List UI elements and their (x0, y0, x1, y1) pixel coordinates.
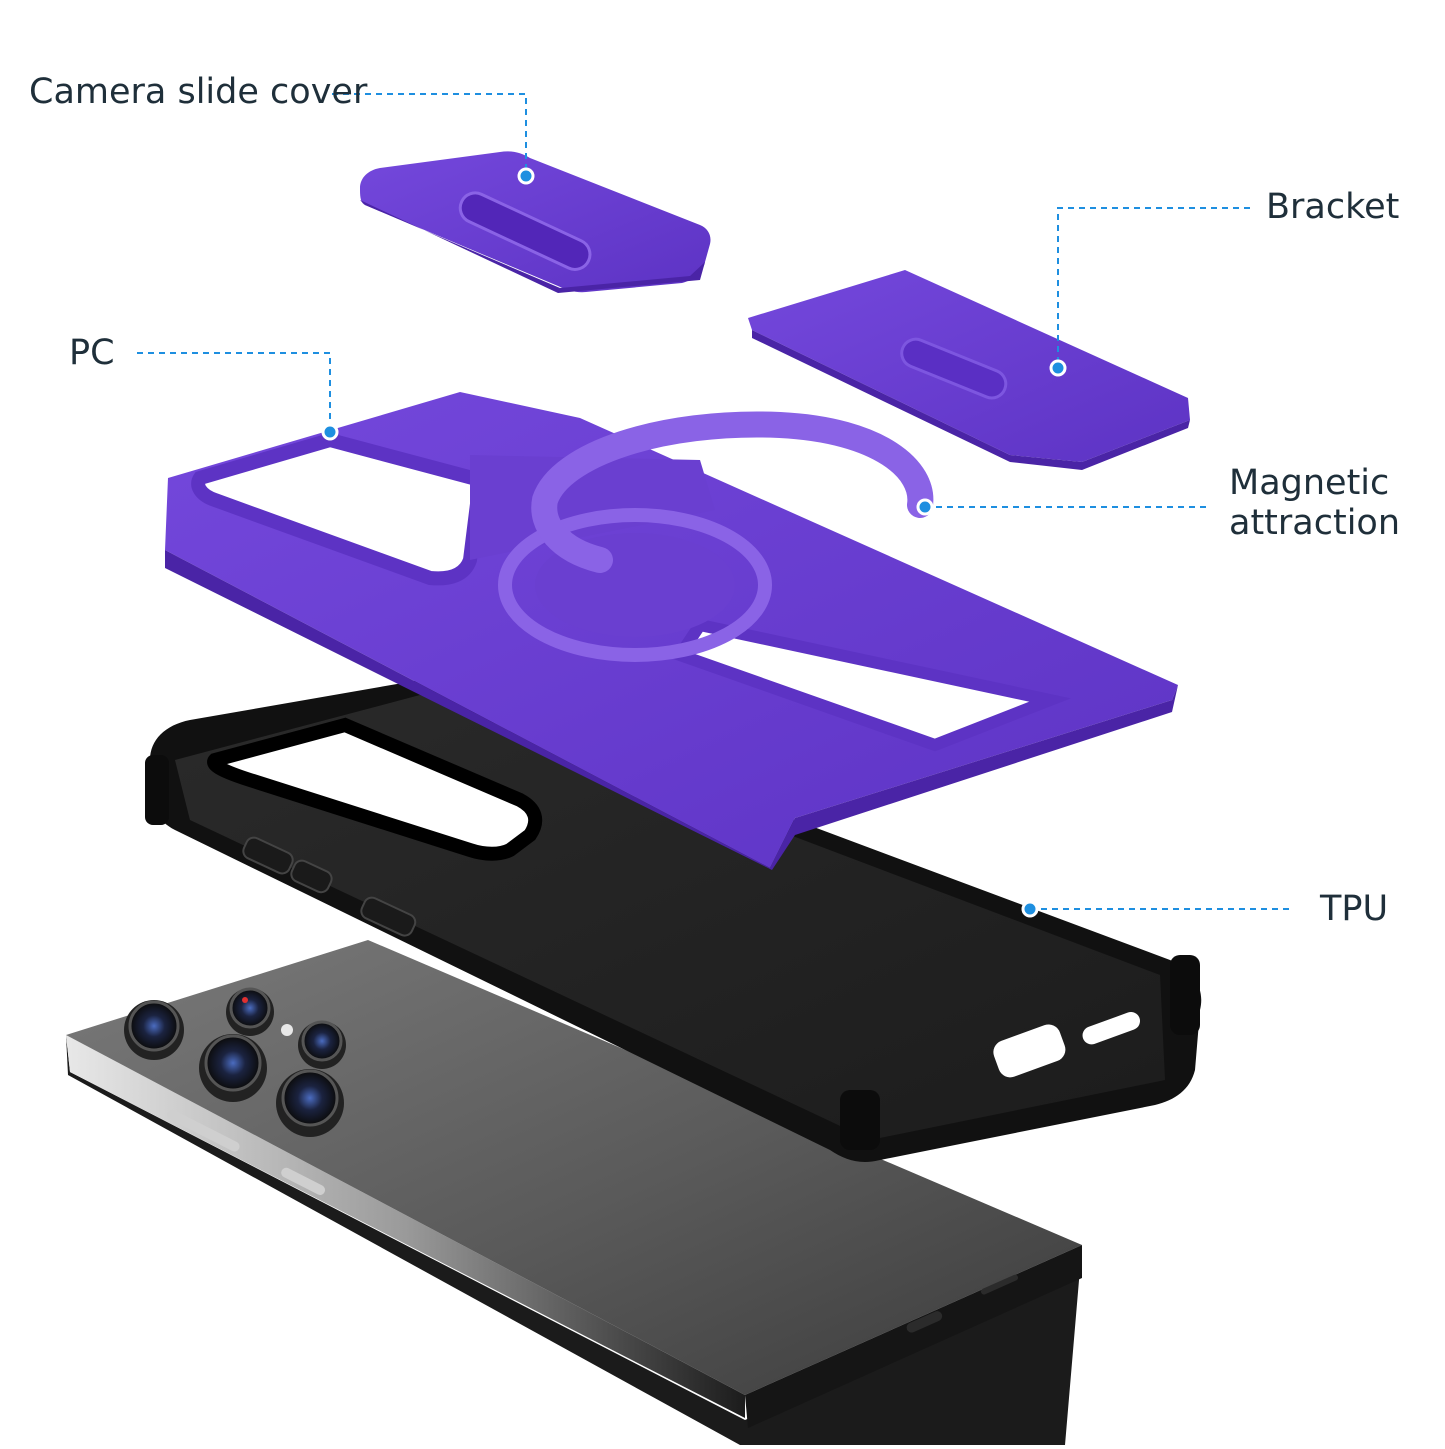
tpu-corner-bumper (840, 1090, 880, 1150)
label-pc: PC (69, 333, 115, 373)
label-magnetic-attraction: Magnetic attraction (1229, 463, 1400, 544)
tpu-power-button (360, 896, 417, 937)
leader-lines (137, 93, 1292, 910)
pc-magnetic-ring (498, 508, 772, 662)
label-magnetic-line-1: Magnetic (1229, 463, 1390, 503)
phone-power-button (281, 1167, 326, 1195)
pc-frame (165, 392, 1178, 870)
dot-bracket (1049, 359, 1067, 377)
dot-camera-slide-cover (517, 167, 535, 185)
leader-line-bracket (1057, 207, 1250, 368)
label-camera-slide-cover: Camera slide cover (29, 72, 368, 112)
dot-pc (321, 423, 339, 441)
label-tpu: TPU (1320, 889, 1389, 929)
pc-camera-window (191, 432, 488, 586)
dot-tpu (1021, 900, 1039, 918)
dot-magnetic-attraction (916, 498, 934, 516)
tpu-camera-cutout (207, 717, 543, 861)
slide-cover-grip (458, 191, 592, 271)
leader-line-pc (137, 352, 331, 432)
tpu-speaker-cutout (1082, 1012, 1141, 1045)
camera-slide-cover (360, 151, 711, 293)
tpu-case (145, 680, 1202, 1162)
phone-speaker-grille (980, 1274, 1019, 1295)
phone-camera-cluster (124, 987, 346, 1137)
tpu-corner-bumper (145, 755, 169, 825)
phone-usb-port (906, 1311, 943, 1333)
tpu-corner-bumper (1170, 955, 1200, 1035)
phone-volume-button (167, 1109, 240, 1152)
label-magnetic-line-2: attraction (1229, 503, 1401, 544)
tpu-volume-up-button (242, 836, 294, 875)
tpu-volume-down-button (290, 859, 333, 894)
magnetic-attraction-arc (531, 411, 934, 573)
label-bracket: Bracket (1266, 187, 1400, 227)
phone-body (66, 940, 1082, 1445)
tpu-usb-cutout (993, 1024, 1066, 1078)
leader-dots (321, 167, 1067, 918)
bracket-plate (748, 270, 1190, 470)
bracket-hinge (900, 337, 1008, 400)
